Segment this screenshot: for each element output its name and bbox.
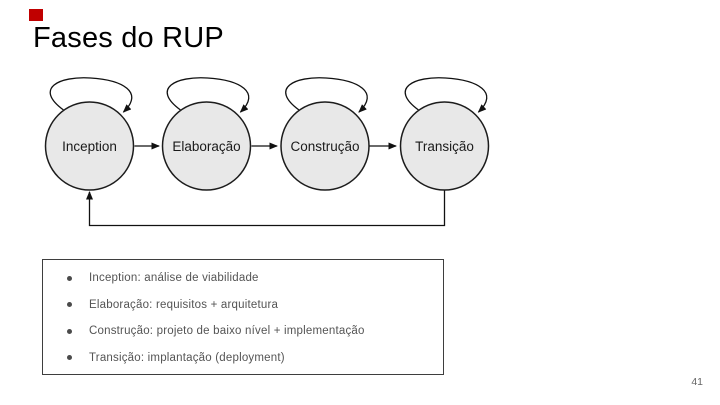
bullet-text-construcao: Construção: projeto de baixo nível + imp… [89, 325, 365, 338]
bullet-item: Elaboração: requisitos + arquitetura [43, 292, 443, 319]
bullet-dot-icon [67, 328, 72, 334]
feedback-arrow [86, 190, 446, 227]
phase-node-construcao [280, 101, 370, 191]
page-number: 41 [691, 376, 703, 388]
bullet-item: Construção: projeto de baixo nível + imp… [43, 318, 443, 345]
phase-node-elaboracao [161, 101, 252, 191]
node-label-construcao: Construção [290, 139, 360, 154]
bullet-text-transicao: Transição: implantação (deployment) [89, 351, 285, 364]
bullet-list-box: Inception: análise de viabilidade Elabor… [42, 259, 444, 375]
node-label-transicao: Transição [415, 139, 474, 154]
self-loop-arrow-construcao [285, 77, 368, 113]
bullet-text-elaboracao: Elaboração: requisitos + arquitetura [89, 298, 279, 311]
bullet-dot-icon [67, 355, 72, 361]
bullet-item: Transição: implantação (deployment) [43, 345, 443, 372]
node-label-elaboracao: Elaboração [172, 139, 241, 154]
phase-node-transicao [399, 101, 490, 191]
self-loop-arrow-elaboracao [166, 77, 250, 113]
bullet-dot-icon [67, 302, 72, 308]
self-loop-arrow-inception [49, 77, 133, 113]
bullet-dot-icon [67, 275, 72, 281]
phase-node-inception [44, 101, 135, 191]
bullet-item: Inception: análise de viabilidade [43, 265, 443, 292]
bullet-text-inception: Inception: análise de viabilidade [89, 272, 259, 285]
slide-title: Fases do RUP [33, 22, 224, 54]
node-label-inception: Inception [62, 139, 117, 154]
self-loop-arrow-transicao [404, 77, 488, 113]
slide-corner-marker [29, 9, 43, 21]
